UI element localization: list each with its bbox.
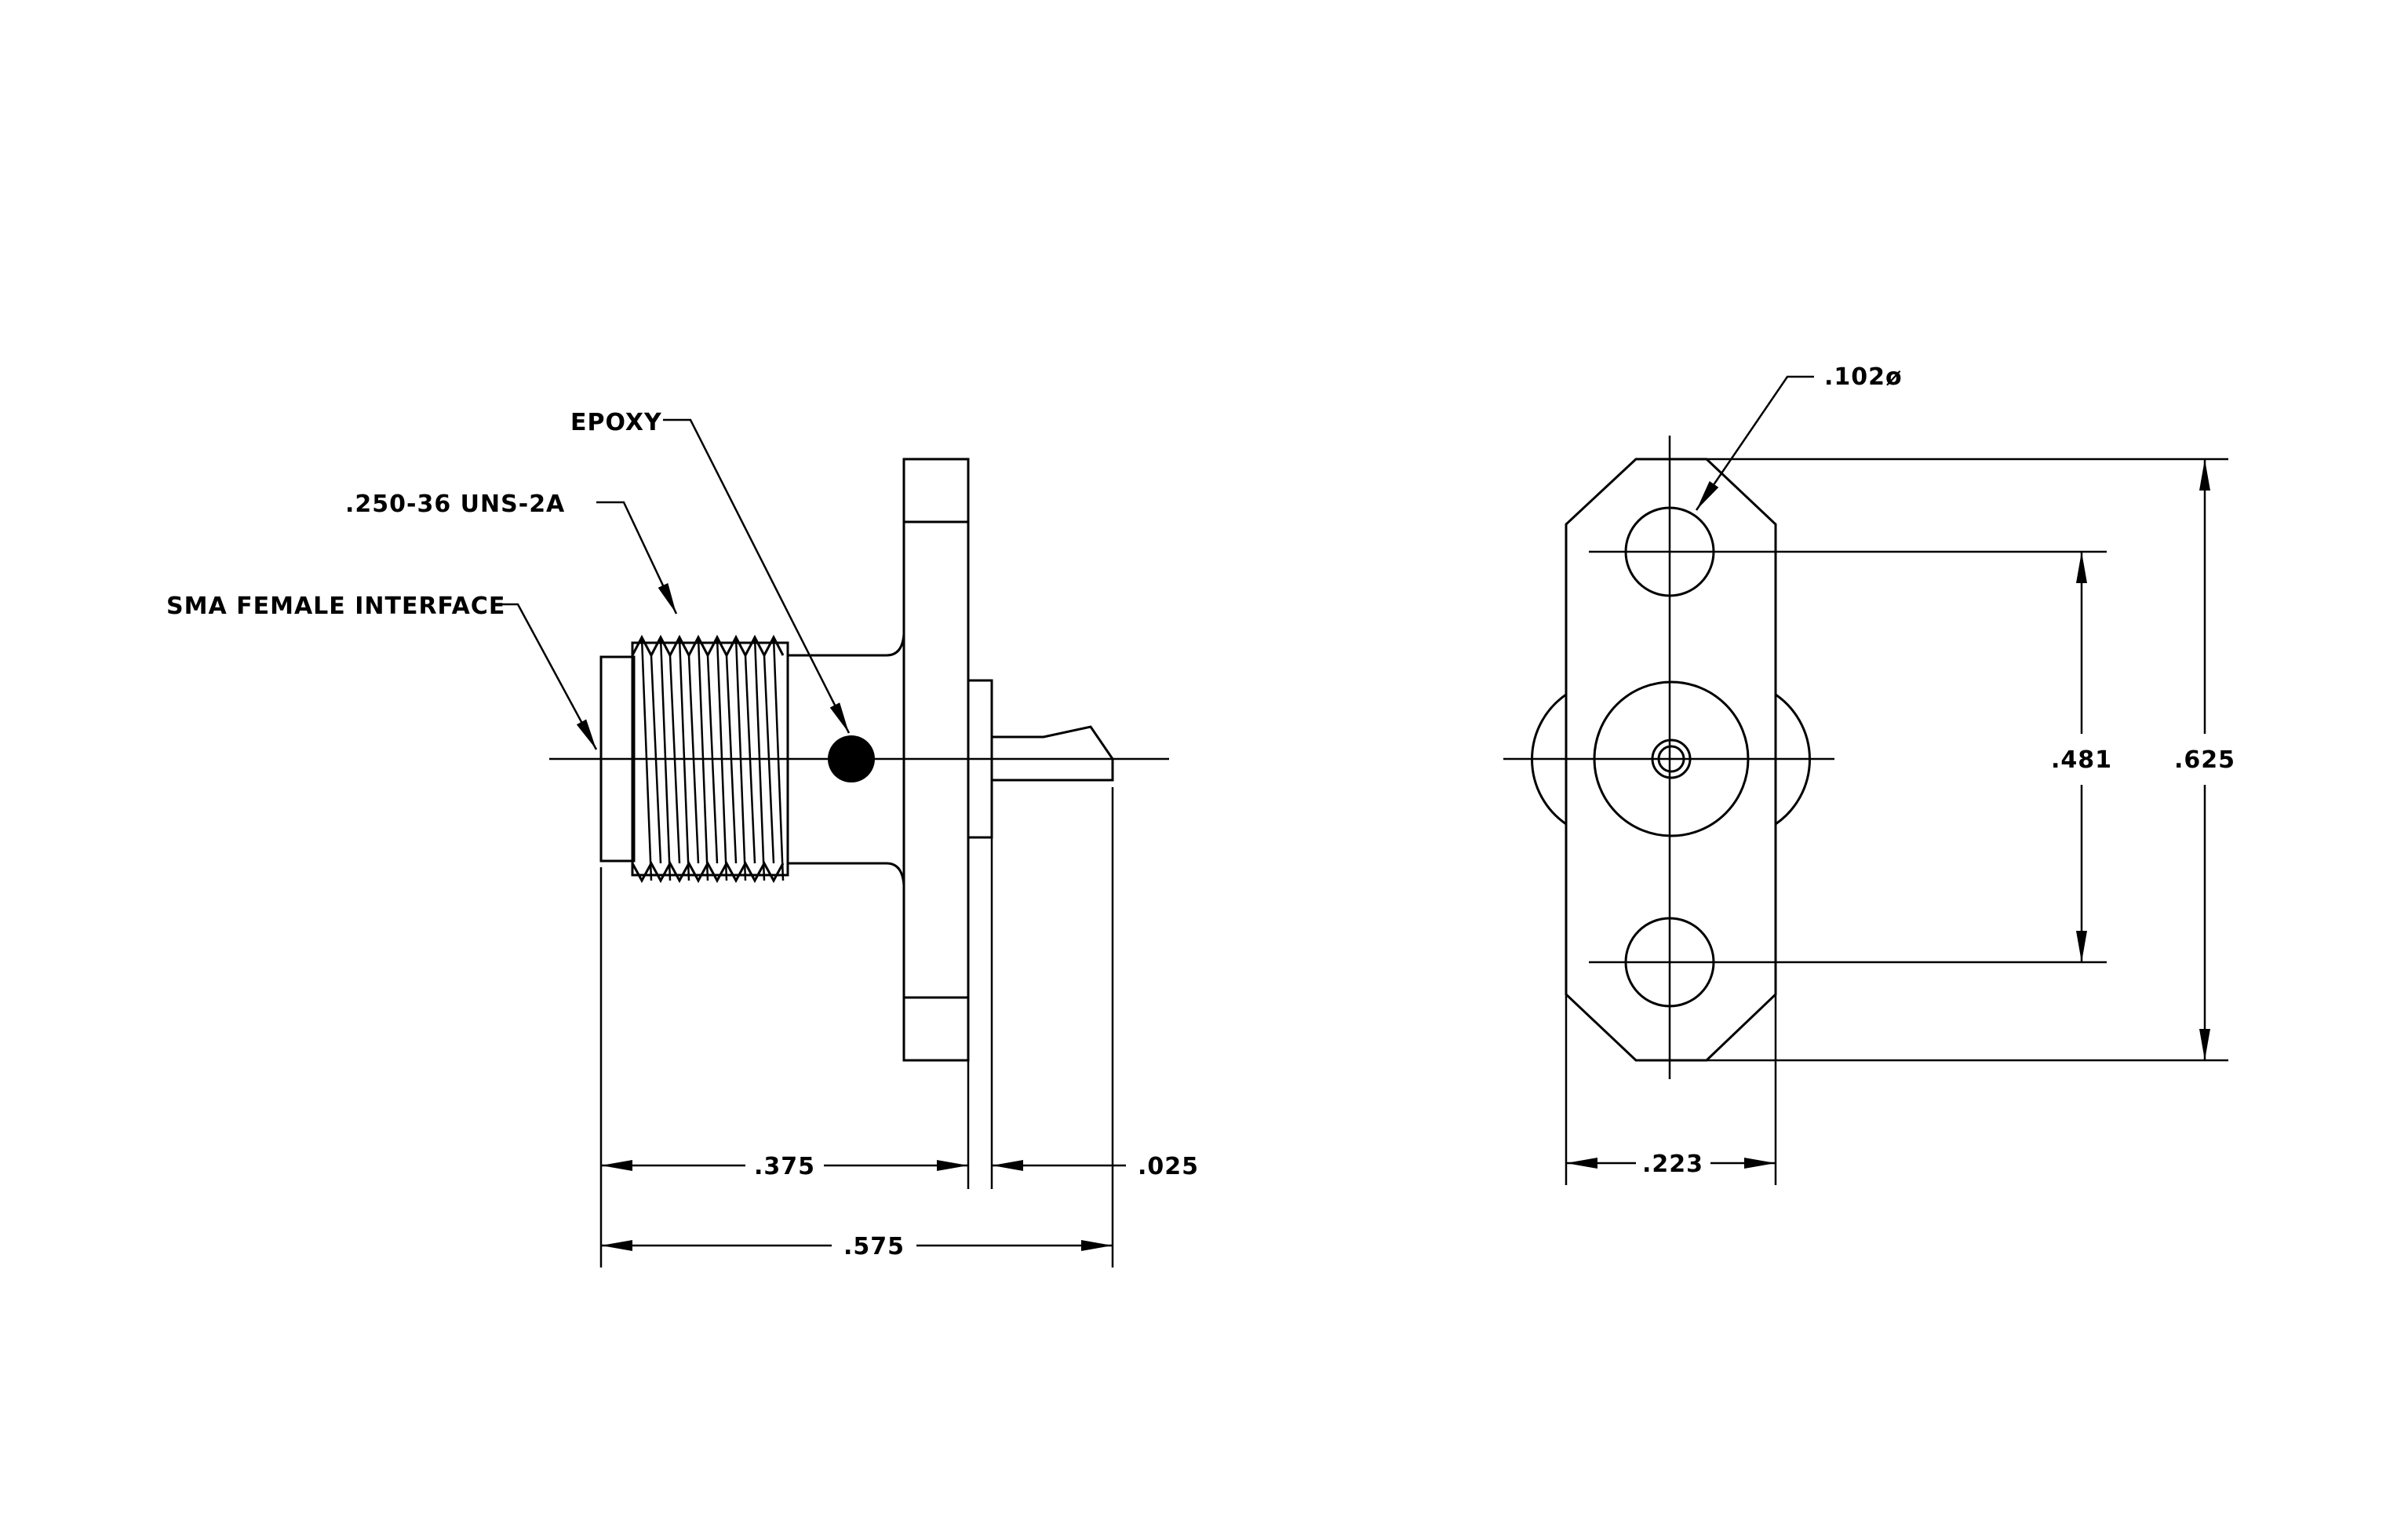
interface-lip (599, 655, 636, 863)
label-thread: .250-36 UNS-2A (345, 491, 565, 518)
label-epoxy: EPOXY (570, 409, 662, 436)
rear-insulator (967, 679, 993, 839)
dim-025-label: .025 (1138, 1153, 1199, 1180)
center-pin (992, 725, 1114, 782)
front-view: .481 .625 .223 .102ø (1503, 363, 2235, 1185)
threaded-body (631, 634, 789, 884)
leader-epoxy (663, 418, 851, 734)
dim-223-label: .223 (1642, 1151, 1703, 1178)
leader-thread (596, 501, 678, 615)
dim-575-label: .575 (843, 1233, 905, 1260)
leader-hole-dia (1695, 375, 1814, 511)
label-interface: SMA FEMALE INTERFACE (166, 593, 505, 620)
dim-625-label: .625 (2174, 746, 2235, 774)
dim-481-label: .481 (2051, 746, 2112, 774)
leader-interface (494, 603, 598, 750)
epoxy-dot (828, 735, 875, 782)
side-view: .375 .025 .575 EPOXY .250-36 UNS-2A SMA … (166, 409, 1199, 1268)
label-hole-dia: .102ø (1824, 363, 1903, 391)
dim-375-label: .375 (754, 1153, 815, 1180)
